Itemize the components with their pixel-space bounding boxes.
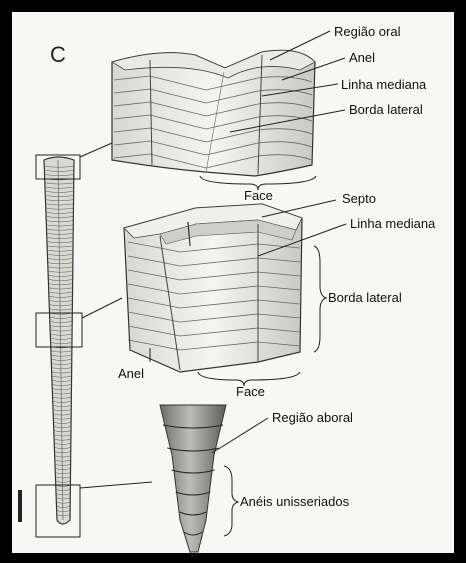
label-borda-lateral-top: Borda lateral [349, 102, 423, 117]
middle-block [124, 204, 302, 372]
panel-letter: C [50, 42, 66, 67]
label-aneis-unisseriados: Anéis unisseriados [240, 494, 350, 509]
label-face-mid: Face [236, 384, 265, 399]
label-face-top: Face [244, 188, 273, 203]
label-septo: Septo [342, 191, 376, 206]
label-linha-mediana-mid: Linha mediana [350, 216, 436, 231]
label-anel-mid: Anel [118, 366, 144, 381]
label-regiao-oral: Região oral [334, 24, 401, 39]
label-anel-top: Anel [349, 50, 375, 65]
label-linha-mediana-top: Linha mediana [341, 77, 427, 92]
label-regiao-aboral: Região aboral [272, 410, 353, 425]
label-borda-lateral-mid: Borda lateral [328, 290, 402, 305]
oral-region-block [112, 50, 315, 176]
scale-bar [18, 490, 22, 522]
